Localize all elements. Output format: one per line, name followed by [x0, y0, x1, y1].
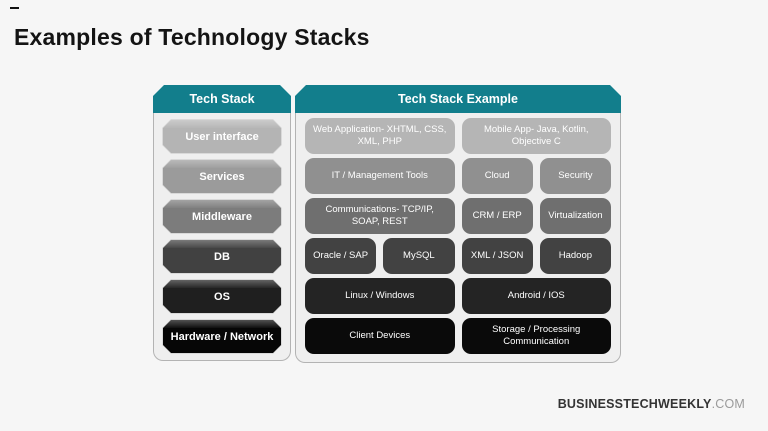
watermark-brand: BUSINESSTECHWEEKLY — [557, 397, 712, 411]
layer-hardware-network: Hardware / Network — [162, 319, 282, 354]
box-security: Security — [539, 158, 611, 194]
box-xml-json: XML / JSON — [461, 238, 533, 274]
box-web-application: Web Application- XHTML, CSS, XML, PHP — [305, 118, 455, 154]
box-oracle-sap: Oracle / SAP — [305, 238, 377, 274]
layer-os: OS — [162, 279, 282, 314]
row-middleware: Communications- TCP/IP, SOAP, REST CRM /… — [305, 198, 611, 234]
box-client-devices: Client Devices — [305, 318, 455, 354]
box-hadoop: Hadoop — [539, 238, 611, 274]
layer-services: Services — [162, 159, 282, 194]
box-mysql: MySQL — [383, 238, 455, 274]
layer-services-label: Services — [163, 160, 281, 193]
tech-stack-example-header: Tech Stack Example — [295, 85, 621, 113]
row-services: IT / Management Tools Cloud Security — [305, 158, 611, 194]
box-virtualization: Virtualization — [539, 198, 611, 234]
layer-os-label: OS — [163, 280, 281, 313]
row-hardware: Client Devices Storage / Processing Comm… — [305, 318, 611, 354]
box-storage-processing: Storage / Processing Communication — [461, 318, 611, 354]
layer-user-interface: User interface — [162, 119, 282, 154]
box-android-ios: Android / IOS — [461, 278, 611, 314]
layer-middleware: Middleware — [162, 199, 282, 234]
tech-stack-example-panel: Tech Stack Example Web Application- XHTM… — [295, 85, 621, 363]
box-mobile-app: Mobile App- Java, Kotlin, Objective C — [461, 118, 611, 154]
watermark: BUSINESSTECHWEEKLY.COM — [558, 397, 745, 411]
layer-middleware-label: Middleware — [163, 200, 281, 233]
row-applications: Web Application- XHTML, CSS, XML, PHP Mo… — [305, 118, 611, 154]
tech-stack-header: Tech Stack — [153, 85, 291, 113]
tech-stack-panel: Tech Stack User interface Services Middl… — [153, 85, 291, 361]
page-title: Examples of Technology Stacks — [14, 24, 370, 50]
layer-user-interface-label: User interface — [163, 120, 281, 153]
tech-stack-body: User interface Services Middleware DB OS… — [153, 113, 291, 361]
box-cloud: Cloud — [461, 158, 533, 194]
box-it-management-tools: IT / Management Tools — [305, 158, 455, 194]
row-db: Oracle / SAP MySQL XML / JSON Hadoop — [305, 238, 611, 274]
tech-stack-example-body: Web Application- XHTML, CSS, XML, PHP Mo… — [295, 113, 621, 363]
row-os: Linux / Windows Android / IOS — [305, 278, 611, 314]
layer-db-label: DB — [163, 240, 281, 273]
watermark-tld: .COM — [711, 397, 745, 411]
layer-hardware-network-label: Hardware / Network — [163, 320, 281, 353]
box-crm-erp: CRM / ERP — [461, 198, 533, 234]
box-linux-windows: Linux / Windows — [305, 278, 455, 314]
layer-db: DB — [162, 239, 282, 274]
corner-mark — [10, 7, 19, 9]
box-communications: Communications- TCP/IP, SOAP, REST — [305, 198, 455, 234]
